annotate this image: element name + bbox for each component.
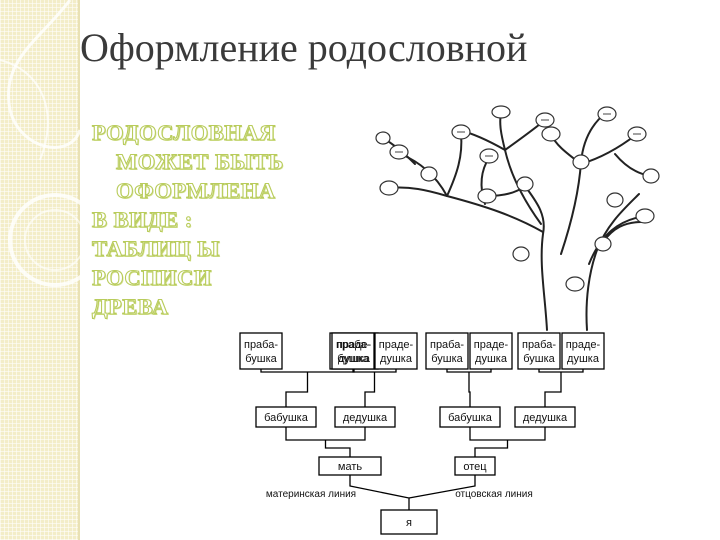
great-grandparent-label: праба-	[522, 339, 556, 351]
great-grandparent-box	[239, 332, 283, 370]
great-grandparent-box	[425, 332, 469, 370]
great-grandparent-box	[469, 332, 513, 370]
grandparent-label: дедушка	[523, 412, 568, 424]
bullet-line: ТАБЛИЦ Ы	[91, 235, 220, 261]
great-grandparent-label: праба-	[430, 339, 464, 351]
great-grandparent-label: душка	[567, 353, 600, 365]
parent-label: отец	[463, 461, 487, 473]
grandparent-box	[439, 406, 501, 428]
family-tree-illustration	[375, 105, 660, 331]
grandparent-box	[514, 406, 576, 428]
great-grandparent-label: душка	[475, 353, 508, 365]
grandparent-label: дедушка	[343, 412, 388, 424]
pedigree-connector	[364, 372, 376, 407]
great-grandparent-label: праба-	[336, 339, 370, 351]
slide-title: Оформление родословной	[80, 25, 528, 70]
bullet-line: МОЖЕТ БЫТЬ	[115, 148, 284, 174]
great-grandparent-label: душка	[380, 353, 413, 365]
pedigree-connector	[544, 372, 562, 407]
great-grandparent-label: праде-	[337, 339, 372, 351]
great-grandparent-label: бушка	[337, 353, 369, 365]
pedigree-connector	[285, 372, 309, 407]
bullet-line: ДРЕВА	[91, 293, 169, 319]
paternal-line-label: отцовская линия	[455, 489, 533, 500]
pedigree-connector	[285, 427, 366, 441]
great-grandparent-box	[374, 332, 418, 370]
pedigree-connector	[324, 440, 351, 457]
grandparent-box	[255, 406, 317, 428]
pedigree-connector	[408, 475, 476, 499]
pedigree-connector	[349, 475, 410, 510]
self-box	[380, 509, 438, 535]
parent-label: мать	[338, 461, 362, 473]
great-grandparent-box	[331, 332, 375, 370]
great-grandparent-label: бушка	[431, 353, 463, 365]
maternal-line-label: материнская линия	[266, 489, 356, 500]
great-grandparent-label: праде-	[566, 339, 601, 351]
great-grandparent-label: бушка	[245, 353, 277, 365]
decorative-swirl-ornament	[0, 0, 102, 287]
bullet-line: В ВИДЕ :	[91, 206, 193, 232]
grandparent-box	[334, 406, 396, 428]
great-grandparent-label: праде-	[474, 339, 509, 351]
self-label: я	[406, 517, 412, 529]
pedigree-connector	[469, 427, 546, 441]
grandparent-label: бабушка	[264, 412, 309, 424]
side-band-edge	[78, 0, 80, 540]
bullet-list: РОДОСЛОВНАЯ МОЖЕТ БЫТЬ ОФОРМЛЕНА В ВИДЕ …	[91, 118, 284, 321]
pedigree-connector	[474, 440, 509, 457]
great-grandparent-label: праде-	[379, 339, 414, 351]
grandparent-label: бабушка	[448, 412, 493, 424]
great-grandparent-box	[561, 332, 605, 370]
parent-box	[318, 456, 382, 476]
great-grandparent-label: душка	[338, 353, 371, 365]
parent-box	[454, 456, 496, 476]
bullet-line: РОДОСЛОВНАЯ	[91, 119, 276, 145]
pedigree-connector	[468, 372, 471, 407]
great-grandparent-label: праба-	[244, 339, 278, 351]
great-grandparent-box	[517, 332, 561, 370]
great-grandparent-label: бушка	[523, 353, 555, 365]
bullet-line: ОФОРМЛЕНА	[115, 177, 276, 203]
bullet-line: РОСПИСИ	[91, 264, 212, 290]
